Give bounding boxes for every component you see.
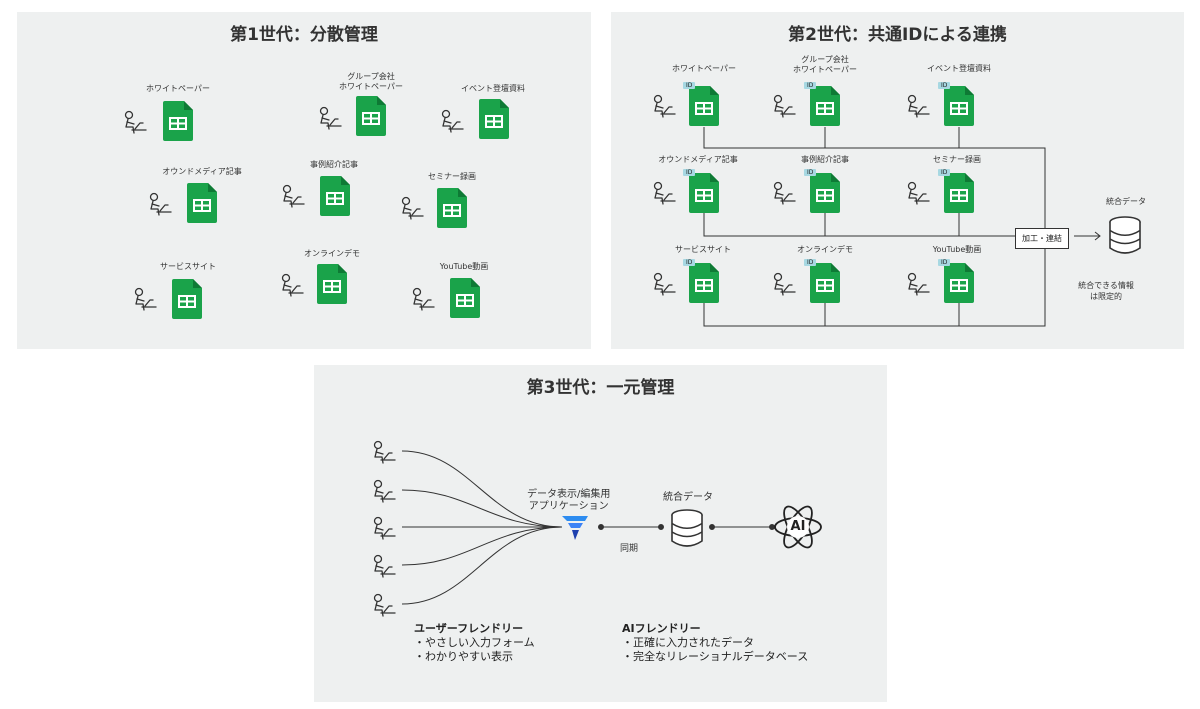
id-badge: ID — [683, 259, 696, 266]
gen2-item-label: ホワイトペーパー — [672, 64, 736, 73]
gen1-item-label: YouTube動画 — [439, 262, 489, 271]
gen2-item-label: サービスサイト — [675, 245, 731, 254]
gen1-item-label: オウンドメディア記事 — [162, 167, 242, 176]
gen1-item-label: ホワイトペーパー — [146, 84, 210, 93]
spreadsheet-icon — [810, 86, 840, 126]
ai-friendly-item: ・正確に入力されたデータ — [622, 636, 754, 649]
app-logo-icon — [562, 516, 588, 540]
id-badge: ID — [804, 259, 817, 266]
spreadsheet-icon — [479, 99, 509, 139]
gen2-item-label: グループ会社 ホワイトペーパー — [793, 55, 857, 74]
person-at-laptop-icon — [131, 287, 157, 311]
ai-friendly-heading: AIフレンドリー — [622, 622, 701, 635]
spreadsheet-icon — [172, 279, 202, 319]
person-at-laptop-icon — [904, 94, 930, 118]
person-at-laptop-icon — [438, 109, 464, 133]
gen1-title: 第1世代：分散管理 — [230, 25, 378, 45]
sync-label: 同期 — [620, 544, 639, 554]
person-at-laptop-icon — [370, 593, 396, 617]
app-label: データ表示/編集用 アプリケーション — [527, 489, 611, 512]
gen1-panel: 第1世代：分散管理 — [17, 12, 591, 349]
spreadsheet-icon — [944, 173, 974, 213]
user-friendly-heading: ユーザーフレンドリー — [414, 622, 524, 635]
spreadsheet-icon — [944, 86, 974, 126]
person-at-laptop-icon — [370, 516, 396, 540]
id-badge: ID — [804, 82, 817, 89]
user-friendly-item: ・やさしい入力フォーム — [414, 636, 535, 649]
ai-friendly-section: AIフレンドリー ・正確に入力されたデータ ・完全なリレーショナルデータベース — [622, 620, 808, 664]
gen1-item-label: イベント登壇資料 — [461, 84, 525, 93]
spreadsheet-icon — [689, 263, 719, 303]
gen2-item-label: イベント登壇資料 — [927, 64, 991, 73]
spreadsheet-icon — [356, 96, 386, 136]
id-badge: ID — [938, 259, 951, 266]
spreadsheet-icon — [437, 188, 467, 228]
person-at-laptop-icon — [650, 181, 676, 205]
person-at-laptop-icon — [146, 192, 172, 216]
gen3-title: 第3世代：一元管理 — [526, 378, 675, 398]
spreadsheet-icon — [689, 173, 719, 213]
user-friendly-item: ・わかりやすい表示 — [414, 650, 513, 663]
process-box: 加工・連結 — [1015, 228, 1069, 249]
id-badge: ID — [683, 169, 696, 176]
ai-label: AI — [790, 519, 806, 534]
gen2-item-label: オウンドメディア記事 — [658, 155, 738, 164]
person-at-laptop-icon — [316, 106, 342, 130]
spreadsheet-icon — [320, 176, 350, 216]
person-at-laptop-icon — [370, 440, 396, 464]
gen1-item-label: 事例紹介記事 — [310, 160, 358, 169]
ai-friendly-item: ・完全なリレーショナルデータベース — [622, 650, 809, 663]
person-at-laptop-icon — [370, 479, 396, 503]
person-at-laptop-icon — [770, 94, 796, 118]
user-friendly-section: ユーザーフレンドリー ・やさしい入力フォーム ・わかりやすい表示 — [414, 620, 535, 664]
person-at-laptop-icon — [278, 273, 304, 297]
gen1-item-label: サービスサイト — [160, 262, 216, 271]
person-at-laptop-icon — [770, 181, 796, 205]
database-icon — [670, 509, 704, 547]
gen2-db-label: 統合データ — [1106, 197, 1146, 206]
ai-atom-icon: AI — [773, 503, 823, 551]
person-at-laptop-icon — [650, 94, 676, 118]
person-at-laptop-icon — [370, 554, 396, 578]
person-at-laptop-icon — [904, 181, 930, 205]
gen1-item-label: オンラインデモ — [304, 249, 360, 258]
person-at-laptop-icon — [409, 287, 435, 311]
gen1-item-label: グループ会社 ホワイトペーパー — [339, 72, 403, 91]
person-at-laptop-icon — [279, 184, 305, 208]
gen2-item-label: セミナー録画 — [933, 155, 981, 164]
person-at-laptop-icon — [904, 272, 930, 296]
database-icon — [1108, 216, 1142, 254]
spreadsheet-icon — [187, 183, 217, 223]
person-at-laptop-icon — [398, 196, 424, 220]
gen3-db-label: 統合データ — [663, 492, 713, 503]
spreadsheet-icon — [450, 278, 480, 318]
gen2-title: 第2世代：共通IDによる連携 — [788, 25, 1007, 45]
id-badge: ID — [804, 169, 817, 176]
person-at-laptop-icon — [770, 272, 796, 296]
person-at-laptop-icon — [121, 110, 147, 134]
person-at-laptop-icon — [650, 272, 676, 296]
gen2-item-label: 事例紹介記事 — [801, 155, 849, 164]
spreadsheet-icon — [810, 263, 840, 303]
id-badge: ID — [938, 169, 951, 176]
spreadsheet-icon — [163, 101, 193, 141]
spreadsheet-icon — [317, 264, 347, 304]
spreadsheet-icon — [689, 86, 719, 126]
spreadsheet-icon — [944, 263, 974, 303]
gen1-item-label: セミナー録画 — [428, 172, 476, 181]
gen2-item-label: YouTube動画 — [932, 245, 982, 254]
gen2-item-label: オンラインデモ — [797, 245, 853, 254]
spreadsheet-icon — [810, 173, 840, 213]
id-badge: ID — [938, 82, 951, 89]
id-badge: ID — [683, 82, 696, 89]
gen2-note: 統合できる情報 は限定的 — [1078, 281, 1134, 301]
